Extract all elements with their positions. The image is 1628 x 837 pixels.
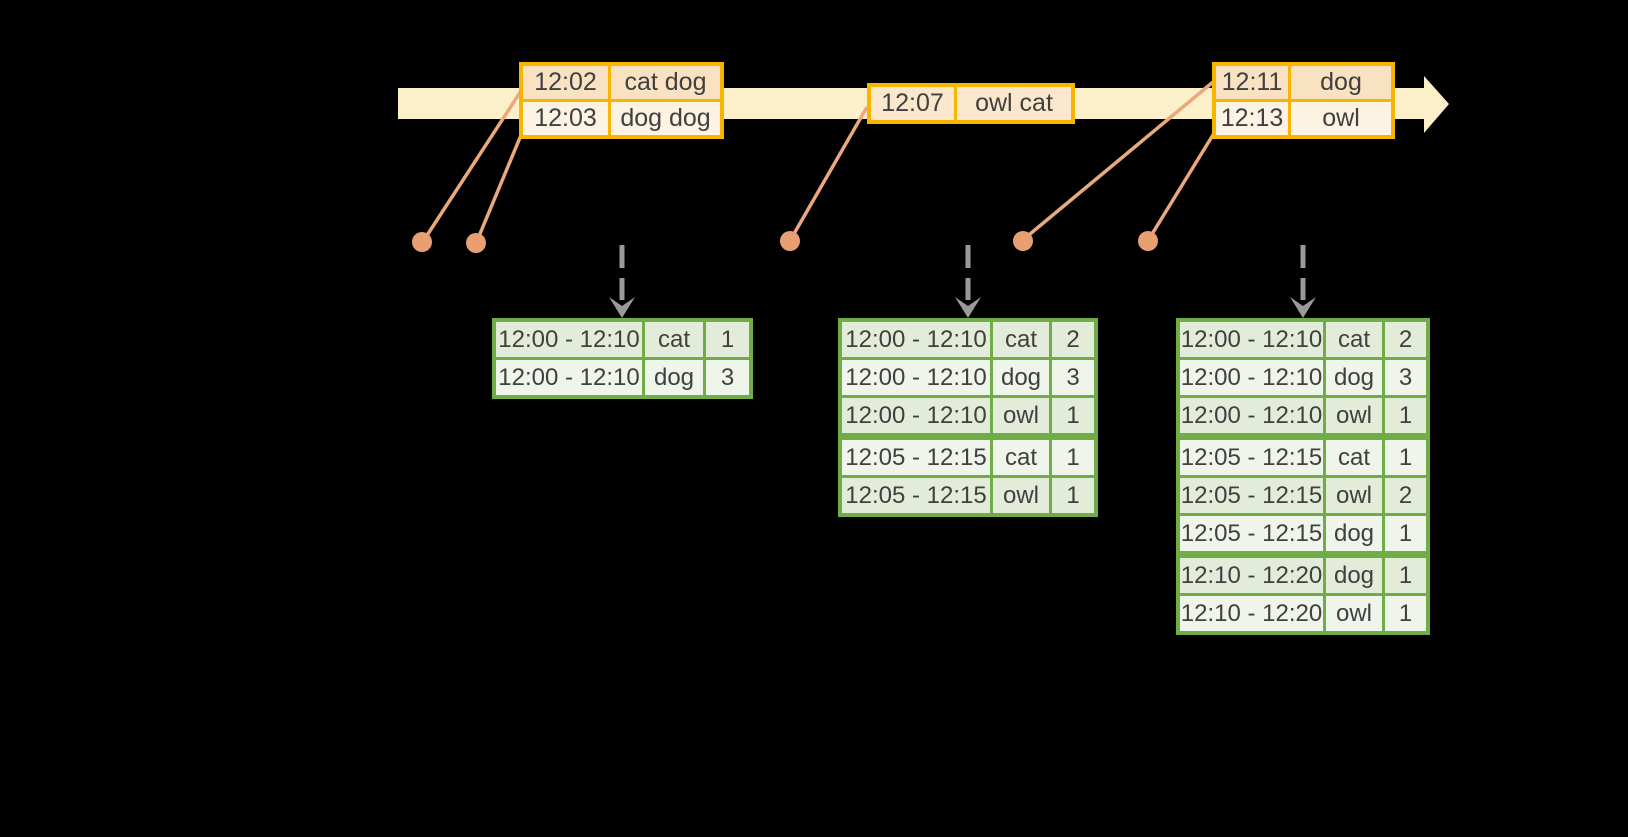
event-dot [412,232,432,252]
window-cell: 12:05 - 12:15 [842,478,990,513]
count-cell: 1 [1052,478,1094,513]
count-cell: 1 [1385,516,1426,551]
window-cell: 12:05 - 12:15 [1180,478,1323,513]
event-time-cell: 12:13 [1216,102,1288,135]
event-time-cell: 12:11 [1216,66,1288,99]
window-group-separator [842,436,1094,437]
word-cell: owl [1326,596,1382,631]
word-cell: dog [1326,558,1382,593]
word-cell: dog [993,360,1049,395]
event-dot [1013,231,1033,251]
dashed-arrowhead-icon [955,297,981,318]
dashed-arrowhead-icon [1290,297,1316,318]
window-cell: 12:05 - 12:15 [842,440,990,475]
window-cell: 12:05 - 12:15 [1180,516,1323,551]
count-cell: 3 [706,360,749,395]
event-words-cell: owl [1291,102,1391,135]
word-cell: cat [1326,440,1382,475]
connector-line [1147,129,1218,240]
event-words-cell: dog dog [611,102,720,135]
event-words-cell: dog [1291,66,1391,99]
count-cell: 1 [1052,398,1094,433]
count-cell: 1 [1385,596,1426,631]
window-cell: 12:10 - 12:20 [1180,596,1323,631]
event-words-cell: owl cat [957,87,1071,120]
window-cell: 12:00 - 12:10 [842,322,990,357]
count-cell: 2 [1052,322,1094,357]
window-cell: 12:00 - 12:10 [842,360,990,395]
word-cell: owl [993,398,1049,433]
event-words-cell: cat dog [611,66,720,99]
connector-line [475,127,526,242]
word-cell: cat [1326,322,1382,357]
connector-line [422,90,523,241]
event-time-cell: 12:02 [523,66,608,99]
window-cell: 12:00 - 12:10 [1180,398,1323,433]
word-cell: dog [1326,516,1382,551]
count-cell: 1 [1385,440,1426,475]
word-cell: dog [645,360,703,395]
word-cell: cat [993,440,1049,475]
count-cell: 2 [1385,478,1426,513]
window-cell: 12:00 - 12:10 [1180,360,1323,395]
window-group-separator [1180,436,1426,437]
window-cell: 12:05 - 12:15 [1180,440,1323,475]
count-cell: 1 [706,322,749,357]
count-cell: 1 [1385,398,1426,433]
count-cell: 3 [1385,360,1426,395]
event-time-cell: 12:03 [523,102,608,135]
window-cell: 12:00 - 12:10 [1180,322,1323,357]
timeline-arrowhead-icon [1424,76,1449,133]
connector-line [789,106,869,240]
word-cell: cat [645,322,703,357]
word-cell: owl [1326,398,1382,433]
connector-line [1022,80,1215,241]
window-group-separator [1180,554,1426,555]
window-cell: 12:00 - 12:10 [496,360,642,395]
count-cell: 2 [1385,322,1426,357]
count-cell: 1 [1385,558,1426,593]
count-cell: 1 [1052,440,1094,475]
event-dot [466,233,486,253]
window-cell: 12:00 - 12:10 [496,322,642,357]
dashed-arrowhead-icon [609,297,635,318]
event-dot [1138,231,1158,251]
count-cell: 3 [1052,360,1094,395]
event-time-cell: 12:07 [871,87,954,120]
event-dot [780,231,800,251]
word-cell: dog [1326,360,1382,395]
word-cell: owl [1326,478,1382,513]
word-cell: owl [993,478,1049,513]
word-cell: cat [993,322,1049,357]
window-cell: 12:10 - 12:20 [1180,558,1323,593]
window-cell: 12:00 - 12:10 [842,398,990,433]
